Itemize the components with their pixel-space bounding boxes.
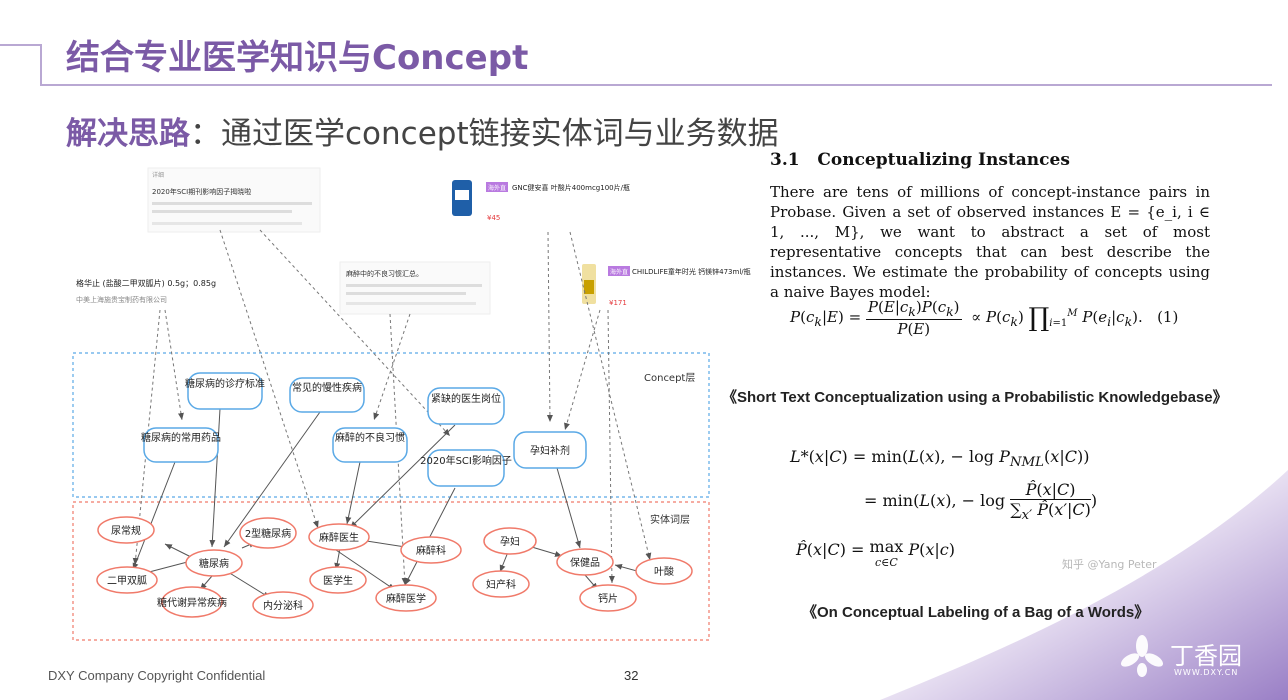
product-card-childlife: 海外直 CHILDLIFE童年时光 钙镁锌473ml/瓶 ¥171 [582,264,751,307]
entity-label: 内分泌科 [263,599,303,612]
entity-label: 尿常规 [111,524,141,537]
paper2-caption: 《On Conceptual Labeling of a Bag of a Wo… [802,604,1150,621]
concept-nodes [143,372,587,487]
equation-number: (1) [1157,308,1179,326]
subtitle-text: ：通过医学concept链接实体词与业务数据 [190,116,779,152]
entity-label: 保健品 [570,556,600,569]
paper1-heading: 3.1 Conceptualizing Instances [770,150,1070,170]
title-frame [40,44,1272,86]
paper1-section-title: Conceptualizing Instances [817,150,1070,170]
article-card-sci: 详细 2020年SCI期刊影响因子揭晓啦 [147,167,321,233]
footer-copyright: DXY Company Copyright Confidential [48,668,266,683]
product1-badge: 海外直 [488,184,506,192]
concept-layer-label: Concept层 [644,372,695,384]
entity-label: 糖尿病 [199,557,229,570]
concept-label: 麻醉的不良习惯 [335,431,405,444]
entity-label: 孕妇 [500,535,520,548]
article1-title: 2020年SCI期刊影响因子揭晓啦 [152,187,251,196]
brand-url: WWW.DXY.CN [1174,668,1239,677]
product1-name: GNC健安喜 叶酸片400mcg100片/瓶 [512,183,630,192]
concept-label: 糖尿病的常用药品 [141,431,221,444]
drug-name: 格华止 (盐酸二甲双胍片) 0.5g；0.85g [76,278,216,288]
brand-name: 丁香园 [1170,642,1242,670]
concept-label: 常见的慢性疾病 [292,381,362,394]
entity-label: 钙片 [598,592,618,605]
slide-title: 结合专业医学知识与Concept [66,38,529,78]
mdl-equation-line2: = min(L(x), − log P̂(x|C)∑x′ P̂(x′|C)) [864,480,1098,524]
product2-price: ¥171 [609,299,627,307]
entity-nodes [96,516,693,619]
product2-badge: 海外直 [610,268,628,276]
article1-tag: 详细 [152,171,164,179]
concept-labels: 糖尿病的诊疗标准 常见的慢性疾病 紧缺的医生岗位 糖尿病的常用药品 麻醉的不良习… [141,377,570,467]
paper1-caption: 《Short Text Conceptualization using a Pr… [722,389,1228,406]
page-number: 32 [624,668,639,683]
entity-label: 叶酸 [654,565,674,578]
dashed-edges [132,229,652,586]
drug-card: 格华止 (盐酸二甲双胍片) 0.5g；0.85g 中美上海施贵宝制药有限公司 [76,278,216,304]
concept-label: 紧缺的医生岗位 [431,392,501,405]
concept-layer-box [72,352,710,498]
entity-label: 麻醉医生 [319,531,359,544]
entity-label: 二甲双胍 [107,574,147,587]
entity-labels: 尿常规 2型糖尿病 麻醉医生 孕妇 糖尿病 麻醉科 保健品 二甲双胍 医学生 妇… [107,524,674,612]
title-rule [0,44,40,47]
watermark: 知乎 @Yang Peter [1062,558,1157,571]
concept-label: 2020年SCI影响因子 [420,454,512,467]
drug-maker: 中美上海施贵宝制药有限公司 [76,295,167,304]
article-card-anesthesia: 麻醉中的不良习惯汇总。 [339,261,491,315]
entity-label: 2型糖尿病 [245,527,291,540]
paper1-section-number: 3.1 [770,150,800,170]
mdl-equation-line1: L*(x|C) = min(L(x), − log PNML(x|C)) [790,447,1090,471]
subtitle-label: 解决思路 [66,116,190,152]
entity-label: 医学生 [323,574,353,587]
entity-label: 糖代谢异常疾病 [157,596,227,609]
product2-name: CHILDLIFE童年时光 钙镁锌473ml/瓶 [632,267,751,276]
dxy-logo-icon [1120,635,1164,677]
entity-layer-label: 实体词层 [650,513,690,526]
concept-diagram: 详细 2020年SCI期刊影响因子揭晓啦 麻醉中的不良习惯汇总。 格华止 (盐酸… [72,167,751,641]
concept-label: 糖尿病的诊疗标准 [185,377,265,390]
paper1-body: There are tens of millions of concept-in… [770,183,1210,301]
bayes-equation: P(ck|E) = P(E|ck)P(ck)P(E) ∝ P(ck) ∏i=1M… [790,298,1179,338]
brand-background [880,470,1288,700]
entity-label: 麻醉科 [416,544,446,557]
entity-label: 麻醉医学 [386,592,426,605]
product-card-gnc: 海外直 GNC健安喜 叶酸片400mcg100片/瓶 ¥45 [452,180,630,222]
article2-title: 麻醉中的不良习惯汇总。 [346,269,423,278]
entity-label: 妇产科 [486,578,516,591]
concept-label: 孕妇补剂 [530,444,570,457]
product1-price: ¥45 [487,214,500,222]
entity-layer-box [72,501,710,641]
slide-subtitle: 解决思路：通过医学concept链接实体词与业务数据 [66,108,779,153]
